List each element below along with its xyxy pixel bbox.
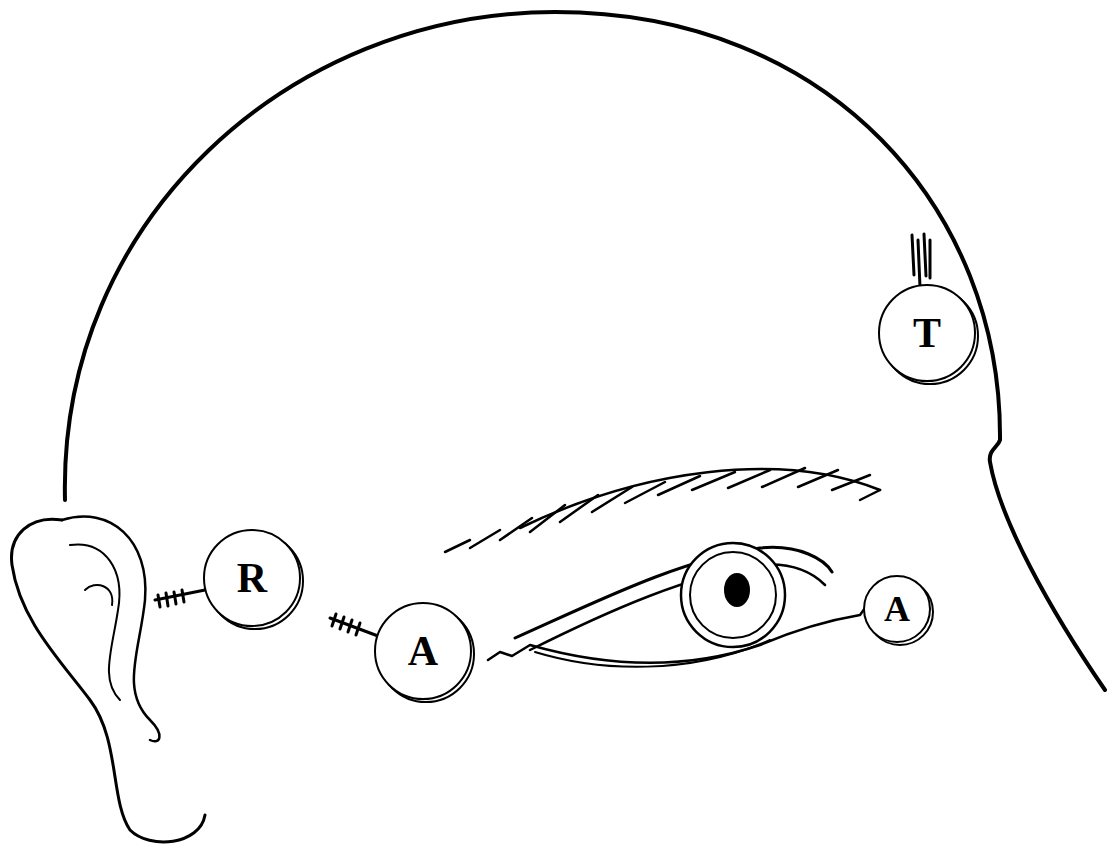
electrode-letter: T	[913, 312, 941, 354]
electrode-letter: A	[408, 630, 438, 672]
electrode-circle: R	[200, 526, 304, 630]
electrode-letter: A	[884, 591, 910, 627]
electrode-letter: R	[237, 557, 267, 599]
electrode-circle: A	[860, 572, 934, 646]
electrode-circle: A	[371, 599, 475, 703]
electrode-circle: T	[875, 281, 979, 385]
